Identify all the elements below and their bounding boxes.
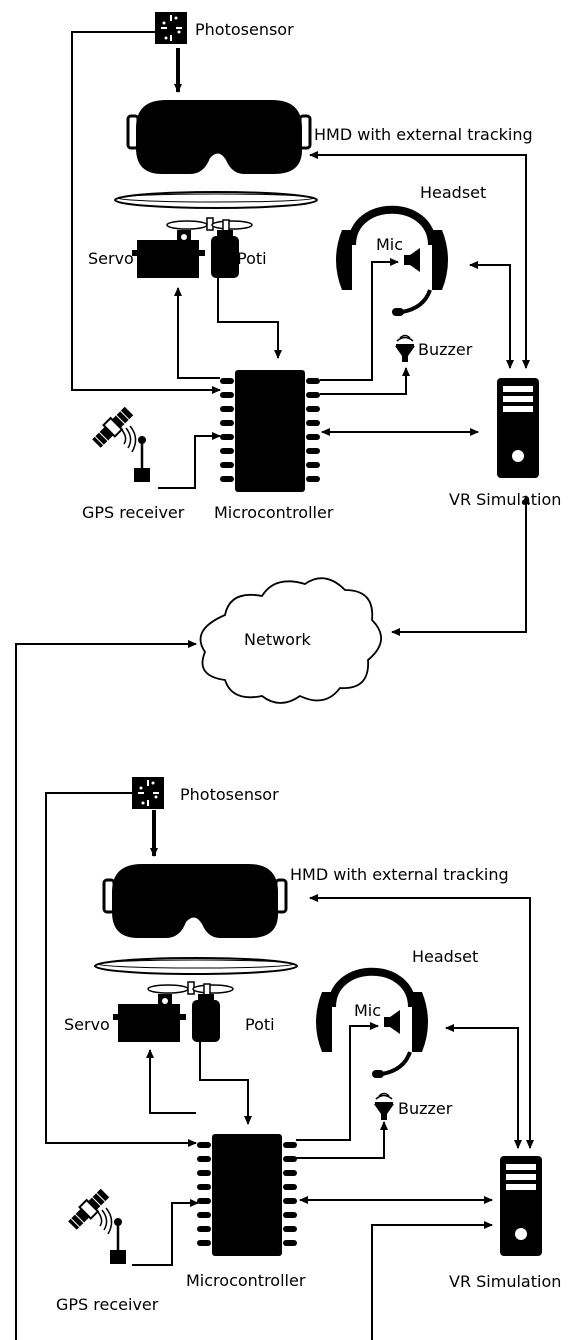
platform-disc-icon [94, 957, 298, 975]
servo-poti-icon [131, 217, 253, 279]
top-photosensor-label: Photosensor [195, 20, 294, 39]
platform-disc-icon [114, 191, 318, 209]
bottom-servo-label: Servo [64, 1015, 110, 1034]
servo-poti-icon [112, 981, 234, 1043]
bottom-microcontroller-label: Microcontroller [186, 1271, 306, 1290]
buzzer-icon [373, 1092, 395, 1121]
microcontroller-icon [220, 370, 320, 492]
gps-receiver-icon [89, 404, 152, 484]
top-vr-label: VR Simulation [449, 490, 561, 509]
microcontroller-icon [197, 1134, 297, 1256]
bottom-system: Photosensor HMD with external tracking S… [45, 777, 561, 1340]
network-label: Network [244, 630, 312, 649]
vr-pc-icon [500, 1156, 542, 1256]
top-poti-label: Poti [237, 249, 267, 268]
top-wires [71, 31, 530, 489]
buzzer-icon [394, 334, 416, 363]
bottom-vr-label: VR Simulation [449, 1272, 561, 1291]
gps-receiver-icon [65, 1186, 128, 1266]
top-gps-label: GPS receiver [82, 503, 185, 522]
top-servo-label: Servo [88, 249, 134, 268]
top-microcontroller-label: Microcontroller [214, 503, 334, 522]
top-system: Photosensor HMD with external tracking S… [71, 12, 561, 522]
bottom-wires [45, 792, 534, 1340]
hmd-icon [102, 862, 288, 940]
bottom-photosensor-label: Photosensor [180, 785, 279, 804]
top-headset-label: Headset [420, 183, 486, 202]
bottom-hmd-label: HMD with external tracking [290, 865, 509, 884]
network-cloud: Network [15, 495, 530, 1340]
photosensor-icon [155, 12, 187, 44]
top-mic-label: Mic [376, 235, 403, 254]
bottom-mic-label: Mic [354, 1001, 381, 1020]
bottom-buzzer-label: Buzzer [398, 1099, 453, 1118]
bottom-poti-label: Poti [245, 1015, 275, 1034]
headset-icon [316, 972, 428, 1078]
hmd-icon [126, 98, 312, 176]
bottom-headset-label: Headset [412, 947, 478, 966]
vr-pc-icon [497, 378, 539, 478]
top-hmd-label: HMD with external tracking [314, 125, 533, 144]
photosensor-icon [132, 777, 164, 809]
top-buzzer-label: Buzzer [418, 340, 473, 359]
bottom-gps-label: GPS receiver [56, 1295, 159, 1314]
